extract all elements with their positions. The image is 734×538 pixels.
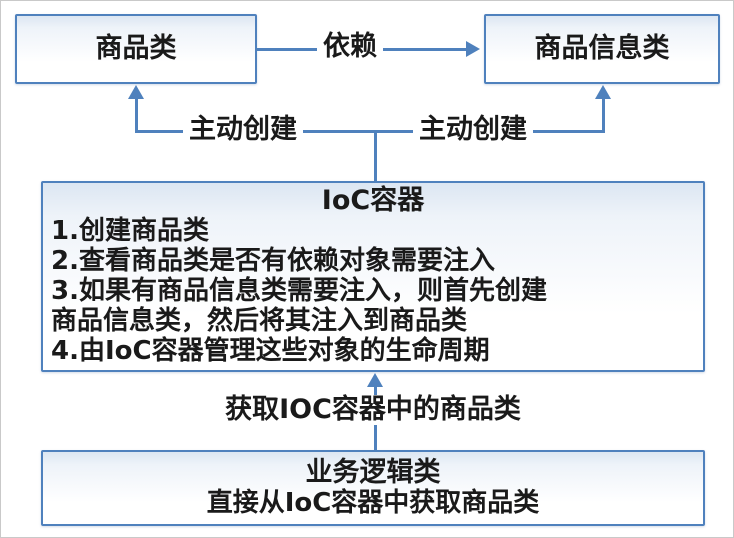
create-connector-stem (374, 130, 377, 182)
create-right-arrow-line (602, 98, 605, 131)
product-info-class-label: 商品信息类 (534, 33, 670, 64)
get-arrow-label: 获取IOC容器中的商品类 (201, 395, 545, 425)
product-class-box: 商品类 (15, 14, 257, 84)
create-left-arrow-line (135, 98, 138, 131)
ioc-container-box: IoC容器 1.创建商品类 2.查看商品类是否有依赖对象需要注入 3.如果有商品… (41, 181, 705, 372)
depends-arrowhead-icon (466, 41, 480, 57)
business-logic-title: 业务逻辑类 (305, 457, 441, 488)
ioc-step-3: 3.如果有商品信息类需要注入，则首先创建 (51, 276, 547, 306)
create-left-label: 主动创建 (183, 115, 303, 145)
depends-arrow-label: 依赖 (317, 32, 383, 62)
ioc-step-3-continued: 商品信息类，然后将其注入到商品类 (51, 306, 468, 336)
ioc-step-2: 2.查看商品类是否有依赖对象需要注入 (51, 246, 495, 276)
product-info-class-box: 商品信息类 (484, 14, 720, 84)
ioc-container-title: IoC容器 (321, 185, 425, 216)
create-connector-crossbar (135, 130, 605, 133)
business-logic-description: 直接从IoC容器中获取商品类 (206, 488, 540, 518)
create-right-arrowhead-icon (595, 85, 611, 99)
ioc-step-4: 4.由IoC容器管理这些对象的生命周期 (51, 336, 490, 366)
ioc-step-1: 1.创建商品类 (51, 216, 209, 246)
product-class-label: 商品类 (95, 33, 177, 64)
get-arrowhead-icon (367, 373, 383, 387)
business-logic-box: 业务逻辑类 直接从IoC容器中获取商品类 (41, 450, 705, 526)
create-right-label: 主动创建 (413, 115, 533, 145)
create-left-arrowhead-icon (128, 85, 144, 99)
